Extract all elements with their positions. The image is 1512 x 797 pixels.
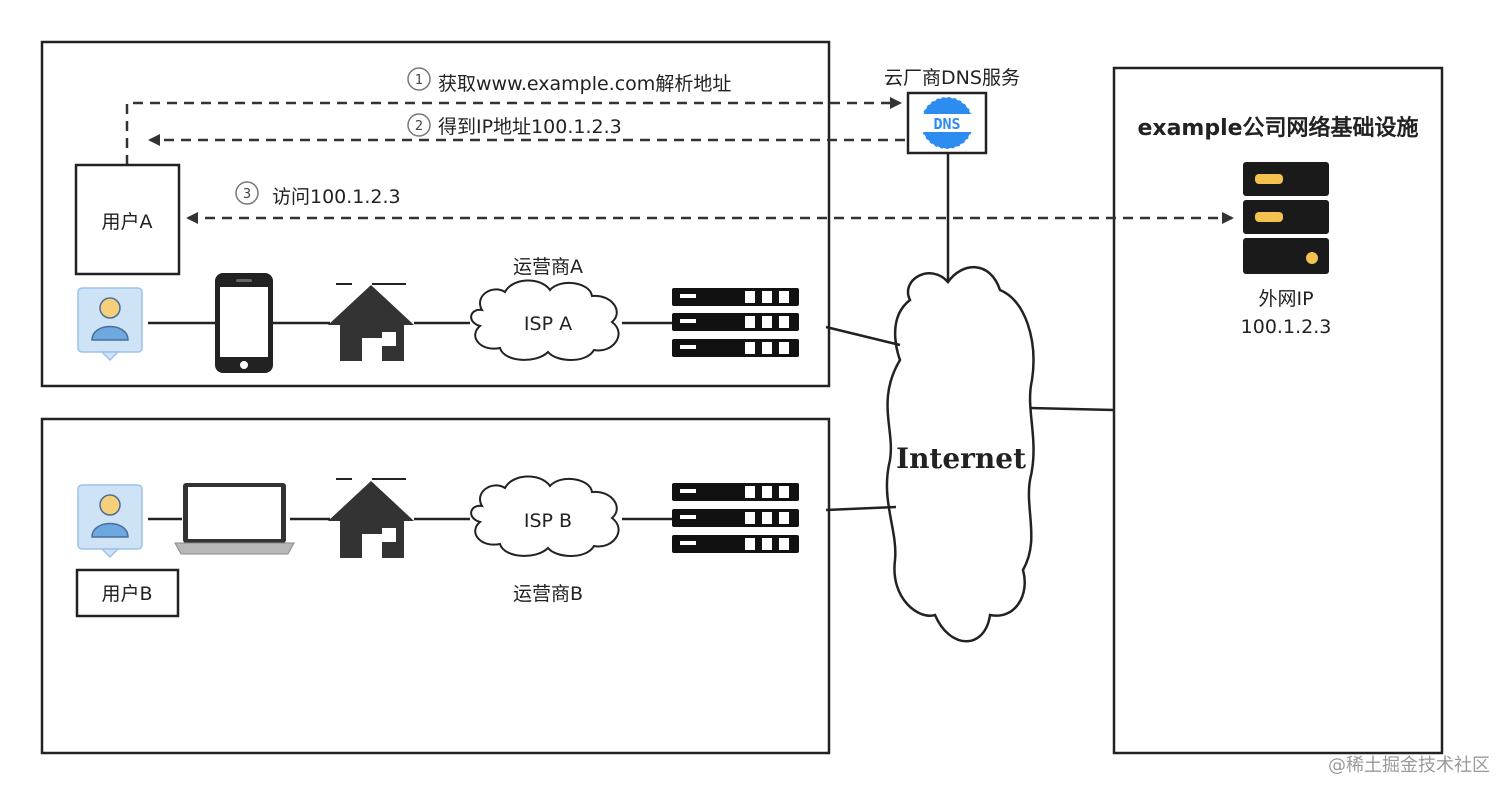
- step3-label: 访问100.1.2.3: [272, 186, 401, 208]
- user-b-label: 用户B: [101, 583, 152, 605]
- step3-marker: 3: [235, 181, 259, 205]
- isp-a-server-icon: [672, 288, 799, 357]
- user-b-box: [75, 568, 180, 618]
- user-b-avatar-icon: [77, 484, 143, 559]
- user-a-box: [74, 163, 181, 276]
- isp-b-internet-link: [825, 505, 897, 512]
- infra-title: example公司网络基础设施: [1137, 115, 1418, 141]
- step1-marker: 1: [407, 67, 431, 91]
- isp-a-cloud: [470, 279, 620, 361]
- server-ip-label-2: 100.1.2.3: [1241, 316, 1332, 338]
- isp-b-label: ISP B: [524, 510, 572, 532]
- watermark: @稀土掘金技术社区: [1328, 755, 1490, 776]
- svg-text:3: 3: [243, 187, 251, 202]
- svg-text:DNS: DNS: [933, 115, 960, 133]
- server-rack-icon: [1243, 162, 1329, 274]
- home-router-b-icon: [328, 478, 414, 558]
- user-b-region: [40, 417, 831, 755]
- svg-text:2: 2: [415, 119, 423, 134]
- step1-label: 获取www.example.com解析地址: [438, 73, 731, 95]
- isp-a-caption: 运营商A: [513, 256, 583, 278]
- isp-a-label: ISP A: [524, 313, 572, 335]
- isp-a-internet-link: [825, 325, 901, 347]
- laptop-icon: [174, 483, 295, 555]
- svg-text:1: 1: [415, 73, 423, 88]
- server-ip-label-1: 外网IP: [1258, 288, 1313, 310]
- isp-b-cloud: [470, 475, 620, 557]
- home-router-a-icon: [328, 283, 414, 361]
- isp-b-server-icon: [672, 483, 799, 553]
- user-a-label: 用户A: [102, 211, 153, 233]
- internet-infra-link: [1029, 406, 1115, 412]
- dns-service-label: 云厂商DNS服务: [884, 67, 1020, 89]
- infra-region: [1112, 66, 1444, 755]
- internet-label: Internet: [896, 442, 1026, 475]
- user-a-avatar-icon: [77, 287, 143, 362]
- step2-label: 得到IP地址100.1.2.3: [438, 116, 622, 138]
- dns-icon: DNS: [906, 91, 988, 155]
- internet-cloud: [885, 266, 1035, 643]
- step2-marker: 2: [407, 113, 431, 137]
- step1-line: [125, 97, 902, 165]
- isp-b-caption: 运营商B: [513, 583, 583, 605]
- smartphone-icon: [215, 273, 273, 373]
